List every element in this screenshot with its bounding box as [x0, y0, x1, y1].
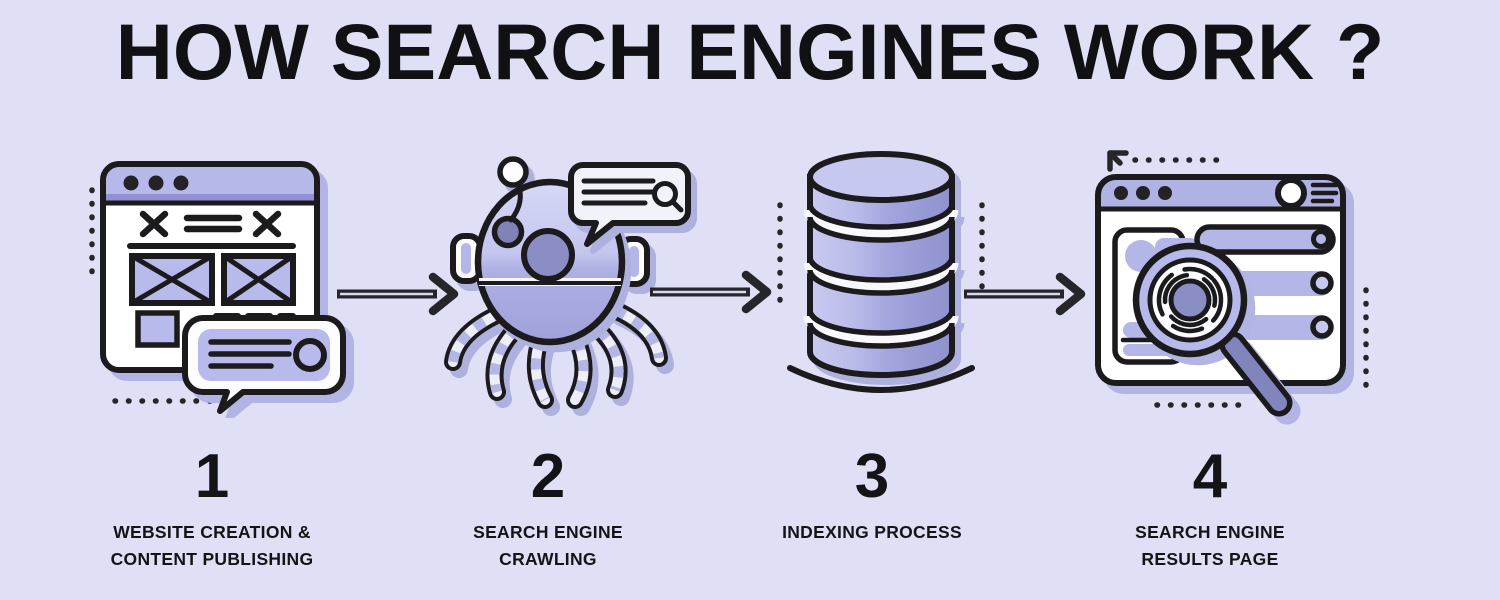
magnifier-icon	[1132, 242, 1293, 417]
flow-arrow-3	[960, 272, 1090, 321]
flow-arrow-1	[333, 272, 463, 321]
antenna-ball	[491, 215, 525, 249]
toolbar-circle	[1275, 177, 1307, 209]
step-1-text: 1 WEBSITE CREATION & CONTENT PUBLISHING	[62, 444, 362, 573]
bubble-text-lines	[208, 339, 292, 369]
database-cylinder	[803, 151, 959, 378]
window-dot	[1114, 186, 1128, 200]
pedestal-arc	[787, 365, 975, 393]
search-engine-crawling-icon	[425, 140, 715, 440]
speech-bubble-icon	[182, 315, 346, 414]
search-results-icon	[1085, 140, 1385, 440]
arrow-right-icon	[337, 272, 459, 316]
step-caption: SEARCH ENGINE RESULTS PAGE	[1135, 522, 1285, 570]
antenna-stem	[508, 181, 523, 223]
magnifier-center	[1168, 278, 1212, 322]
wireframe-header-row	[139, 210, 282, 238]
results-page-icon	[1095, 150, 1369, 417]
spider-eye	[521, 228, 575, 282]
content-block	[135, 310, 180, 348]
bubble-circle	[293, 338, 327, 372]
image-placeholder	[221, 253, 296, 306]
step-number: 4	[1192, 442, 1228, 511]
window-dot	[1158, 186, 1172, 200]
indexing-database-icon	[770, 150, 1000, 420]
arrow-right-icon	[650, 270, 772, 314]
arrow-right-icon	[964, 272, 1086, 316]
image-placeholder	[129, 253, 215, 306]
result-row	[1194, 224, 1336, 255]
spider-bot-icon	[444, 156, 691, 409]
fingerprint-rings	[1156, 266, 1224, 334]
antenna-loop	[497, 156, 529, 188]
step-caption: WEBSITE CREATION & CONTENT PUBLISHING	[110, 522, 314, 570]
window-dot	[148, 175, 164, 191]
step-caption: SEARCH ENGINE CRAWLING	[473, 522, 623, 570]
bubble-text-lines	[581, 178, 656, 206]
step-4-text: 4 SEARCH ENGINE RESULTS PAGE	[1060, 444, 1360, 573]
database-icon	[777, 151, 985, 393]
window-dot	[1136, 186, 1150, 200]
page-title: HOW SEARCH ENGINES WORK ?	[115, 7, 1385, 96]
step-number: 1	[194, 442, 230, 511]
window-dot	[173, 175, 189, 191]
step-number: 3	[854, 442, 890, 511]
step-number: 2	[530, 442, 566, 511]
dotted-arrow-up-left	[1107, 150, 1228, 172]
flow-arrow-2	[646, 270, 776, 319]
browser-window-icon	[89, 161, 346, 414]
database-top	[807, 151, 955, 203]
website-creation-icon	[75, 150, 365, 418]
search-speech-bubble-icon	[568, 162, 691, 247]
step-caption: INDEXING PROCESS	[782, 522, 962, 543]
menu-icon	[1310, 182, 1339, 204]
window-dot	[123, 175, 139, 191]
step-3-text: 3 INDEXING PROCESS	[722, 444, 1022, 546]
step-2-text: 2 SEARCH ENGINE CRAWLING	[398, 444, 698, 573]
magnifier-glyph-icon	[652, 181, 684, 213]
